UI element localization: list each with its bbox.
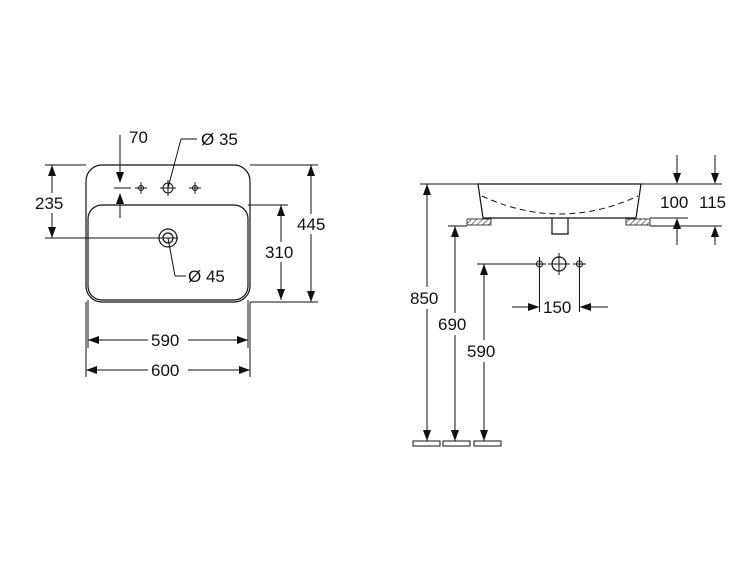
dim-diameter-45-label: Ø 45 [188,267,225,286]
wall-tap-holes-icon [533,253,586,275]
floor-block-1 [412,440,441,447]
tap-hole-left-icon [135,182,147,194]
waste-outlet-icon [97,228,178,248]
waste-stub [551,218,569,235]
dim-600-width-label: 600 [151,361,179,380]
floor-block-3 [473,440,502,447]
dim-850-label: 850 [410,289,438,308]
dim-690-label: 690 [438,315,466,334]
top-view: 70 Ø 35 235 445 310 Ø 45 [32,128,331,380]
dim-115-label: 115 [699,193,726,212]
side-view: 100 115 150 850 [408,155,726,447]
basin-outer-outline [85,164,251,303]
bowl-hidden-line [481,195,639,215]
dim-150-label: 150 [543,298,571,317]
dim-310-label: 310 [265,243,293,262]
floor-block-2 [442,440,471,447]
dim-235-label: 235 [35,194,63,213]
dim-70-label: 70 [129,128,148,147]
basin-bowl-outline [87,204,249,301]
dim-445-label: 445 [297,215,325,234]
counter-support-left [466,218,492,226]
counter-support-right [625,218,651,226]
basin-side-outline [477,183,642,219]
dim-590-width-label: 590 [151,331,179,350]
tap-hole-right-icon [189,182,201,194]
dim-100-label: 100 [660,193,688,212]
dim-diameter-35-label: Ø 35 [201,130,238,149]
dim-590-height-label: 590 [467,342,495,361]
